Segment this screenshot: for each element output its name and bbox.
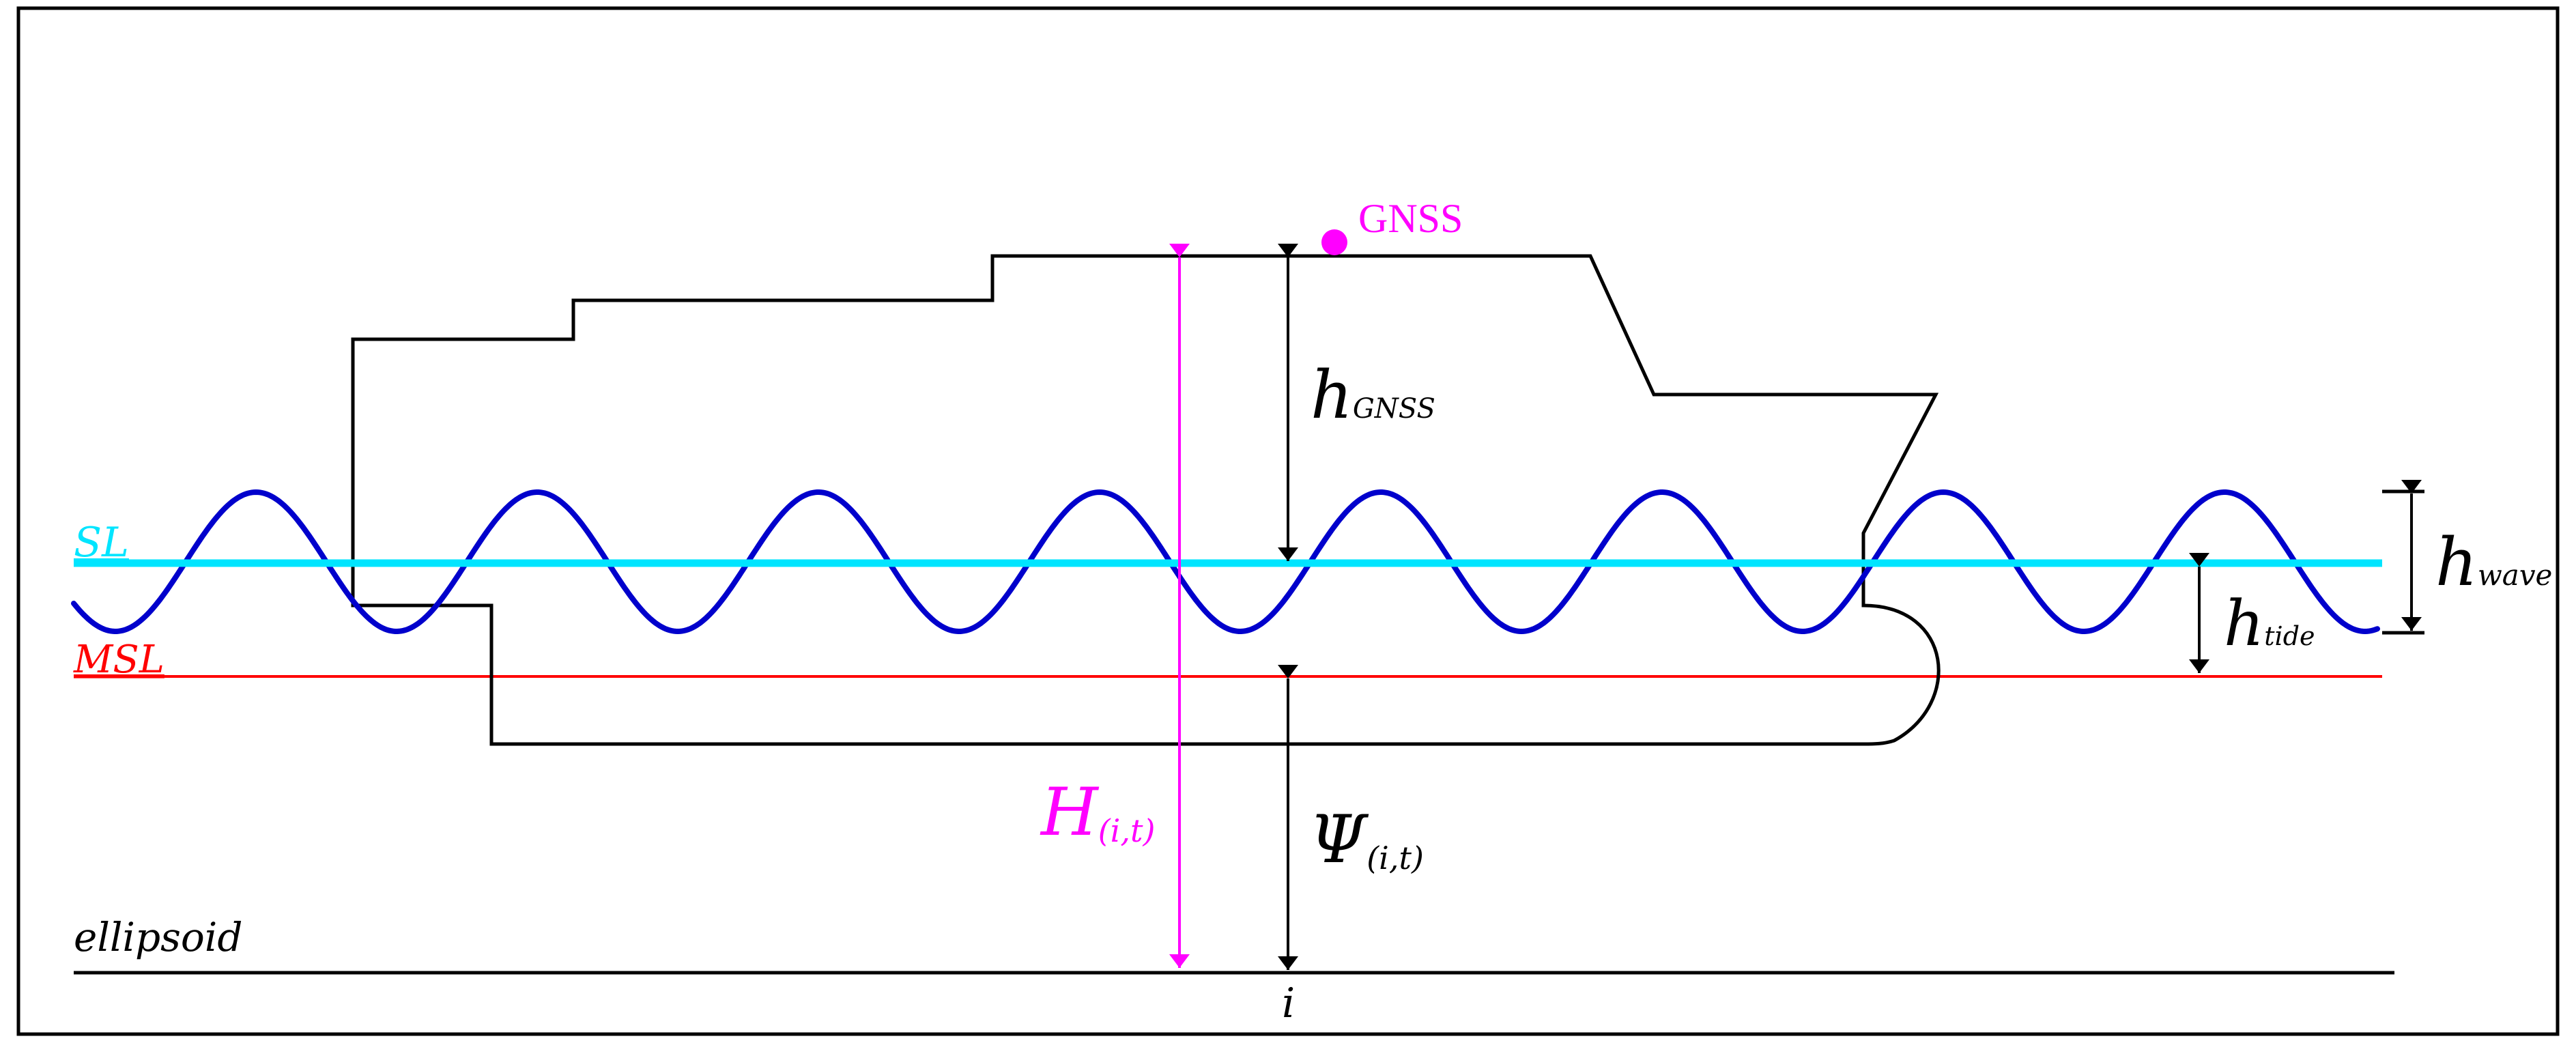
psi-label: Ψ(i,t) [1309,801,1424,878]
msl-label: MSL [73,638,164,682]
wave-curve [71,489,2380,635]
vessel-hull [351,254,1941,746]
gnss-label: GNSS [1358,196,1463,241]
h-wave-label: hwave [2435,524,2552,601]
sl-label: SL [74,519,129,567]
H-label: H(i,t) [1040,774,1155,851]
point-i-label: i [1282,980,1295,1027]
diagram-frame [16,6,2560,1036]
gnss-marker [1321,229,1347,255]
h-tide-label: htide [2224,587,2315,660]
h-gnss-label: hGNSS [1311,357,1435,433]
ellipsoid-label: ellipsoid [74,914,242,960]
